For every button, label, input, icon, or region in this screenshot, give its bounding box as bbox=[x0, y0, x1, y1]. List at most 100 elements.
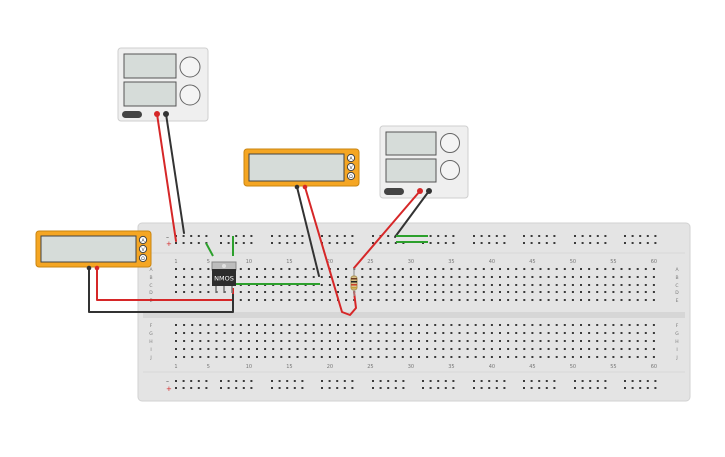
breadboard-hole[interactable] bbox=[207, 340, 210, 342]
breadboard-hole[interactable] bbox=[256, 324, 258, 326]
rail-hole[interactable] bbox=[328, 242, 331, 244]
breadboard-hole[interactable] bbox=[191, 324, 194, 326]
rail-hole[interactable] bbox=[250, 387, 253, 389]
breadboard-hole[interactable] bbox=[482, 284, 485, 286]
breadboard-hole[interactable] bbox=[620, 299, 623, 301]
rail-hole[interactable] bbox=[286, 380, 289, 382]
breadboard-hole[interactable] bbox=[418, 268, 420, 270]
breadboard-hole[interactable] bbox=[418, 291, 420, 293]
breadboard-hole[interactable] bbox=[296, 291, 299, 293]
breadboard-hole[interactable] bbox=[231, 340, 234, 342]
rail-hole[interactable] bbox=[336, 387, 339, 389]
rail-hole[interactable] bbox=[530, 242, 533, 244]
breadboard-hole[interactable] bbox=[466, 291, 469, 293]
breadboard-hole[interactable] bbox=[175, 324, 177, 326]
rail-hole[interactable] bbox=[646, 235, 649, 237]
breadboard-hole[interactable] bbox=[539, 324, 542, 326]
breadboard-hole[interactable] bbox=[304, 299, 307, 301]
rail-hole[interactable] bbox=[589, 235, 592, 237]
breadboard-hole[interactable] bbox=[426, 284, 429, 286]
rail-hole[interactable] bbox=[581, 380, 584, 382]
breadboard-hole[interactable] bbox=[418, 348, 420, 350]
rail-hole[interactable] bbox=[301, 235, 304, 237]
rail-hole[interactable] bbox=[402, 380, 405, 382]
rail-hole[interactable] bbox=[227, 387, 230, 389]
breadboard-hole[interactable] bbox=[385, 324, 388, 326]
breadboard-hole[interactable] bbox=[223, 356, 226, 358]
breadboard-hole[interactable] bbox=[320, 348, 323, 350]
breadboard-hole[interactable] bbox=[434, 348, 437, 350]
breadboard-hole[interactable] bbox=[264, 276, 267, 278]
breadboard-hole[interactable] bbox=[418, 284, 420, 286]
breadboard-hole[interactable] bbox=[466, 356, 469, 358]
breadboard-hole[interactable] bbox=[507, 340, 510, 342]
breadboard-hole[interactable] bbox=[361, 348, 364, 350]
breadboard-hole[interactable] bbox=[474, 340, 477, 342]
breadboard-hole[interactable] bbox=[280, 332, 283, 334]
breadboard-hole[interactable] bbox=[482, 340, 485, 342]
rail-hole[interactable] bbox=[175, 242, 177, 244]
rail-hole[interactable] bbox=[631, 242, 634, 244]
breadboard-hole[interactable] bbox=[588, 268, 591, 270]
rail-hole[interactable] bbox=[182, 380, 185, 382]
breadboard-hole[interactable] bbox=[588, 291, 591, 293]
breadboard-hole[interactable] bbox=[474, 268, 477, 270]
breadboard-hole[interactable] bbox=[588, 340, 591, 342]
breadboard-hole[interactable] bbox=[628, 268, 631, 270]
breadboard-hole[interactable] bbox=[434, 276, 437, 278]
breadboard-hole[interactable] bbox=[539, 268, 542, 270]
breadboard-hole[interactable] bbox=[328, 332, 331, 334]
breadboard-hole[interactable] bbox=[547, 276, 550, 278]
breadboard-hole[interactable] bbox=[304, 268, 307, 270]
breadboard-hole[interactable] bbox=[377, 268, 380, 270]
breadboard-hole[interactable] bbox=[426, 299, 429, 301]
breadboard-hole[interactable] bbox=[580, 284, 582, 286]
breadboard-hole[interactable] bbox=[426, 276, 429, 278]
breadboard-hole[interactable] bbox=[555, 276, 558, 278]
breadboard-hole[interactable] bbox=[442, 340, 445, 342]
breadboard-hole[interactable] bbox=[320, 268, 323, 270]
breadboard-hole[interactable] bbox=[644, 356, 647, 358]
breadboard-hole[interactable] bbox=[361, 324, 364, 326]
breadboard-hole[interactable] bbox=[312, 340, 315, 342]
breadboard-hole[interactable] bbox=[247, 348, 250, 350]
breadboard-hole[interactable] bbox=[264, 332, 267, 334]
breadboard-hole[interactable] bbox=[345, 324, 348, 326]
breadboard-hole[interactable] bbox=[191, 276, 194, 278]
rail-hole[interactable] bbox=[545, 387, 548, 389]
breadboard-hole[interactable] bbox=[490, 268, 493, 270]
breadboard-hole[interactable] bbox=[571, 324, 574, 326]
rail-hole[interactable] bbox=[530, 380, 533, 382]
breadboard-hole[interactable] bbox=[377, 276, 380, 278]
breadboard-hole[interactable] bbox=[409, 348, 412, 350]
breadboard-hole[interactable] bbox=[588, 299, 591, 301]
breadboard-hole[interactable] bbox=[580, 276, 582, 278]
breadboard-hole[interactable] bbox=[401, 332, 404, 334]
breadboard-hole[interactable] bbox=[191, 332, 194, 334]
breadboard-hole[interactable] bbox=[434, 299, 437, 301]
breadboard-hole[interactable] bbox=[555, 299, 558, 301]
breadboard-hole[interactable] bbox=[515, 332, 518, 334]
breadboard-hole[interactable] bbox=[442, 299, 445, 301]
breadboard-hole[interactable] bbox=[652, 332, 655, 334]
breadboard-hole[interactable] bbox=[644, 268, 647, 270]
multimeter-b-mode-ammeter[interactable] bbox=[138, 235, 148, 245]
wire-meter-b-com[interactable] bbox=[88, 268, 234, 313]
breadboard-hole[interactable] bbox=[434, 324, 437, 326]
rail-hole[interactable] bbox=[190, 235, 193, 237]
breadboard-hole[interactable] bbox=[539, 348, 542, 350]
breadboard-hole[interactable] bbox=[337, 276, 339, 278]
rail-hole[interactable] bbox=[530, 235, 533, 237]
breadboard-hole[interactable] bbox=[442, 276, 445, 278]
breadboard-hole[interactable] bbox=[288, 276, 291, 278]
breadboard-hole[interactable] bbox=[596, 268, 599, 270]
breadboard-hole[interactable] bbox=[499, 324, 501, 326]
breadboard-hole[interactable] bbox=[523, 284, 526, 286]
breadboard-hole[interactable] bbox=[571, 332, 574, 334]
breadboard-hole[interactable] bbox=[239, 324, 242, 326]
breadboard-hole[interactable] bbox=[312, 268, 315, 270]
breadboard-hole[interactable] bbox=[612, 324, 615, 326]
breadboard-hole[interactable] bbox=[596, 324, 599, 326]
breadboard-hole[interactable] bbox=[175, 348, 177, 350]
